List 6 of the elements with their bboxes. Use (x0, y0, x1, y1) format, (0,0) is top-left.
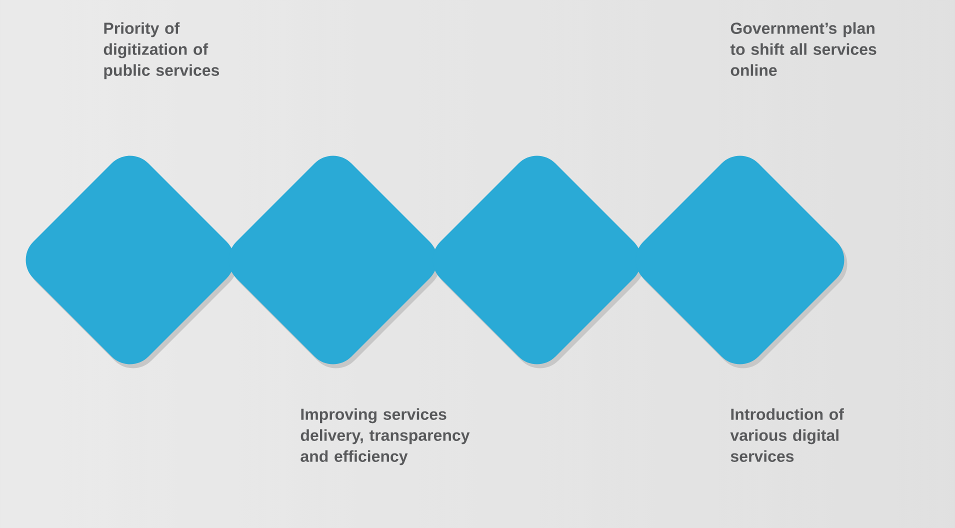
caption-text: Introduction of various digital services (730, 408, 844, 462)
diamond-shape (228, 156, 440, 368)
diamond-shape (636, 156, 848, 368)
caption-text: Improving services delivery, transparency and efficiency (300, 408, 470, 466)
caption-text: Government’s plan to shift all services online (730, 22, 876, 76)
caption-text: Priority of digitization of public services (104, 22, 220, 80)
